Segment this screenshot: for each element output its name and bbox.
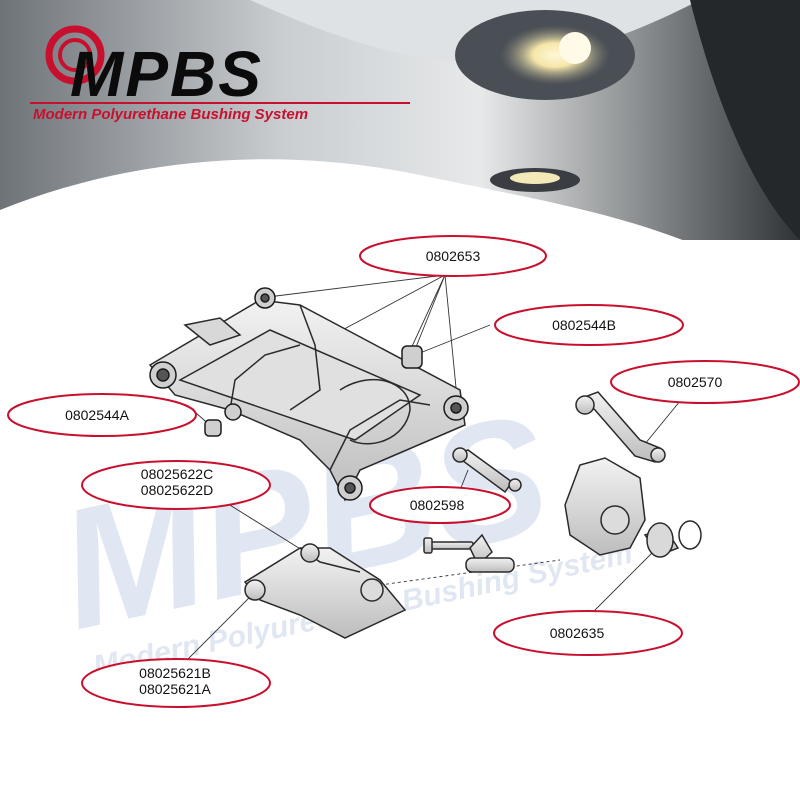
label-08025622[interactable]: 08025622C 08025622D [81, 460, 271, 510]
bolt-and-bushing [423, 533, 515, 573]
label-0802570-text: 0802570 [668, 374, 723, 390]
label-08025622-line2: 08025622D [141, 482, 213, 498]
subframe-bushings [149, 287, 469, 501]
lower-control-arm [243, 543, 407, 639]
logo-ring-icon [45, 25, 105, 85]
upper-control-arm [575, 391, 666, 463]
label-0802570[interactable]: 0802570 [610, 360, 800, 404]
label-0802598[interactable]: 0802598 [369, 486, 511, 524]
label-0802653-text: 0802653 [426, 248, 481, 264]
label-0802635-text: 0802635 [550, 625, 605, 641]
logo-text: MPBS [70, 38, 263, 110]
label-08025621[interactable]: 08025621B 08025621A [81, 658, 271, 708]
label-0802635[interactable]: 0802635 [493, 610, 683, 656]
brand-logo: MPBS Modern Polyurethane Bushing System [30, 25, 410, 123]
rear-subframe [148, 299, 466, 502]
logo-tagline: Modern Polyurethane Bushing System [33, 106, 308, 123]
label-0802653[interactable]: 0802653 [359, 235, 547, 277]
label-0802544B-text: 0802544B [552, 317, 616, 333]
label-08025621-line2: 08025621A [139, 681, 211, 697]
label-0802544A-text: 0802544A [65, 407, 130, 423]
label-08025622-line1: 08025622C [141, 466, 213, 482]
label-0802544B[interactable]: 0802544B [494, 304, 684, 346]
toe-link [452, 447, 522, 494]
label-0802544A[interactable]: 0802544A [7, 393, 197, 437]
label-08025621-line1: 08025621B [139, 665, 211, 681]
wheel-carrier [564, 457, 702, 558]
label-0802598-text: 0802598 [410, 497, 465, 513]
